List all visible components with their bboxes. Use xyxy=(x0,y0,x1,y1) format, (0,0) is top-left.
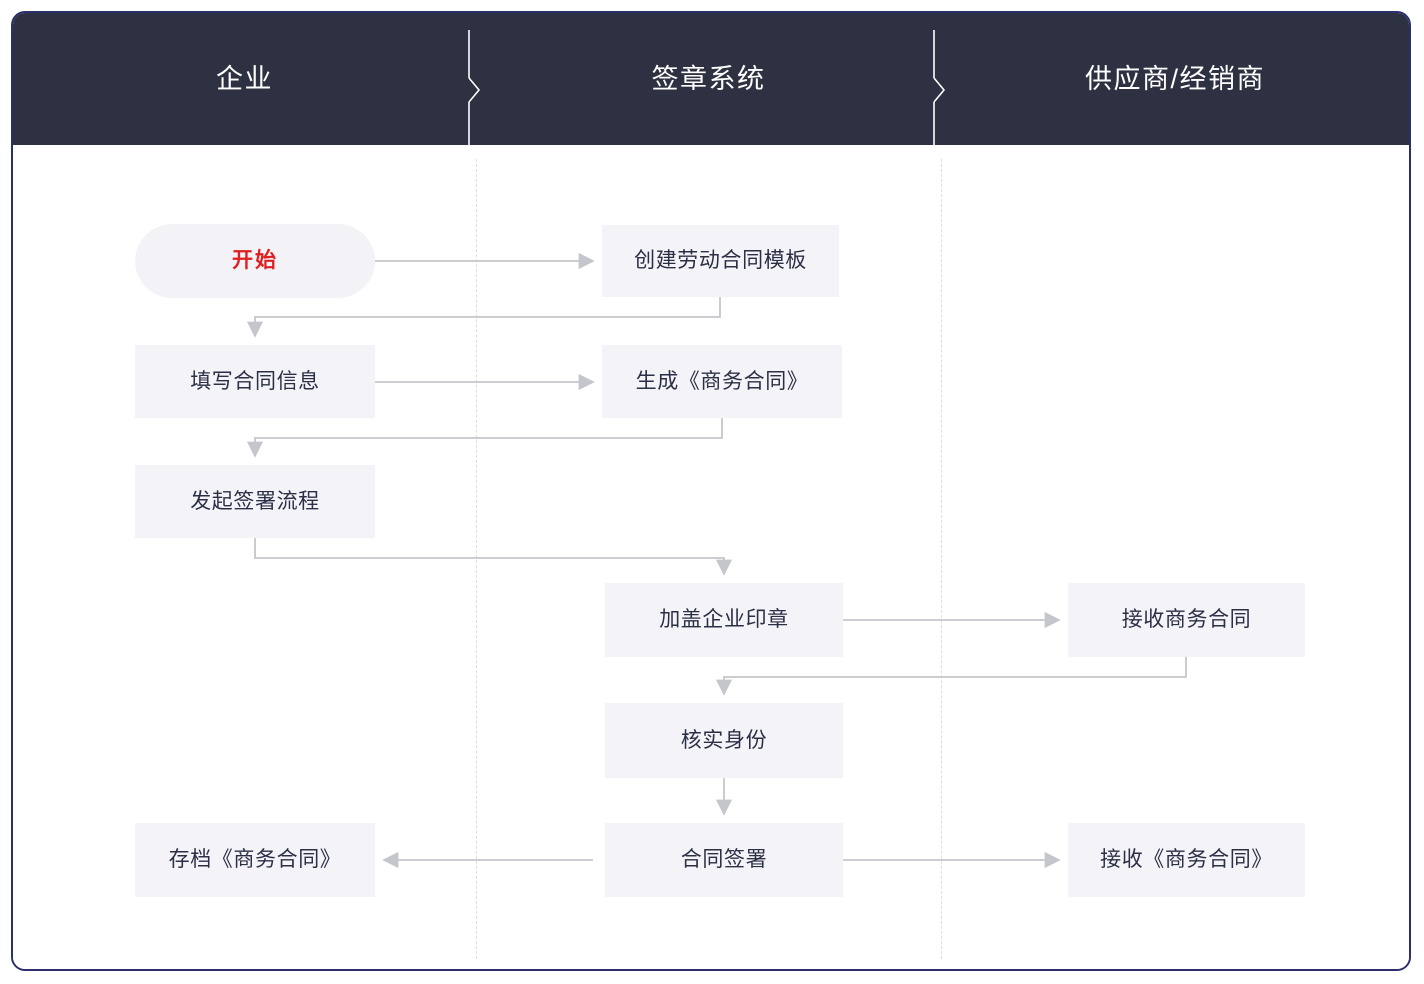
swimlane-header: 企业 签章系统 供应商/经销商 xyxy=(13,13,1409,150)
swimlane-body: 开始 创建劳动合同模板 填写合同信息 生成《商务合同》 发起签署流程 加盖企业印… xyxy=(13,145,1409,969)
lane-header-enterprise: 企业 xyxy=(13,13,476,145)
connector-create-to-fill xyxy=(246,297,721,338)
node-create-template-label: 创建劳动合同模板 xyxy=(634,249,807,273)
node-sign-contract-label: 合同签署 xyxy=(680,848,768,872)
node-fill-contract-info-label: 填写合同信息 xyxy=(190,369,320,393)
node-generate-contract-label: 生成《商务合同》 xyxy=(635,369,809,393)
connector-initiate-to-seal xyxy=(254,538,733,576)
node-receive-signed[interactable]: 接收《商务合同》 xyxy=(1068,823,1305,897)
node-generate-contract[interactable]: 生成《商务合同》 xyxy=(602,345,842,418)
node-receive-contract[interactable]: 接收商务合同 xyxy=(1068,583,1305,657)
node-initiate-signing[interactable]: 发起签署流程 xyxy=(135,465,375,538)
node-start-label: 开始 xyxy=(232,249,278,273)
connector-layer xyxy=(246,252,1187,869)
connector-receive-to-verify xyxy=(715,657,1187,696)
node-receive-signed-label: 接收《商务合同》 xyxy=(1100,848,1273,872)
node-archive-contract[interactable]: 存档《商务合同》 xyxy=(135,823,375,897)
node-verify-identity[interactable]: 核实身份 xyxy=(605,703,843,778)
diagram-frame: 企业 签章系统 供应商/经销商 xyxy=(11,11,1411,971)
lane-title-enterprise: 企业 xyxy=(216,63,273,94)
connector-generate-to-initiate xyxy=(246,418,723,458)
lane-separator-2 xyxy=(941,159,942,959)
node-apply-seal-label: 加盖企业印章 xyxy=(659,608,789,632)
lane-separator-1 xyxy=(476,159,477,959)
node-apply-seal[interactable]: 加盖企业印章 xyxy=(605,583,843,657)
node-verify-identity-label: 核实身份 xyxy=(680,728,768,752)
node-fill-contract-info[interactable]: 填写合同信息 xyxy=(135,345,375,418)
node-create-template[interactable]: 创建劳动合同模板 xyxy=(602,225,839,297)
lane-header-supplier-dealer: 供应商/经销商 xyxy=(941,13,1409,145)
lane-header-seal-system: 签章系统 xyxy=(476,13,941,145)
node-initiate-signing-label: 发起签署流程 xyxy=(190,489,320,513)
node-archive-contract-label: 存档《商务合同》 xyxy=(168,848,342,872)
node-start[interactable]: 开始 xyxy=(135,224,375,298)
node-sign-contract[interactable]: 合同签署 xyxy=(605,823,843,897)
lane-title-supplier-dealer: 供应商/经销商 xyxy=(1084,63,1265,94)
lane-title-seal-system: 签章系统 xyxy=(651,63,766,94)
node-receive-contract-label: 接收商务合同 xyxy=(1121,608,1252,632)
